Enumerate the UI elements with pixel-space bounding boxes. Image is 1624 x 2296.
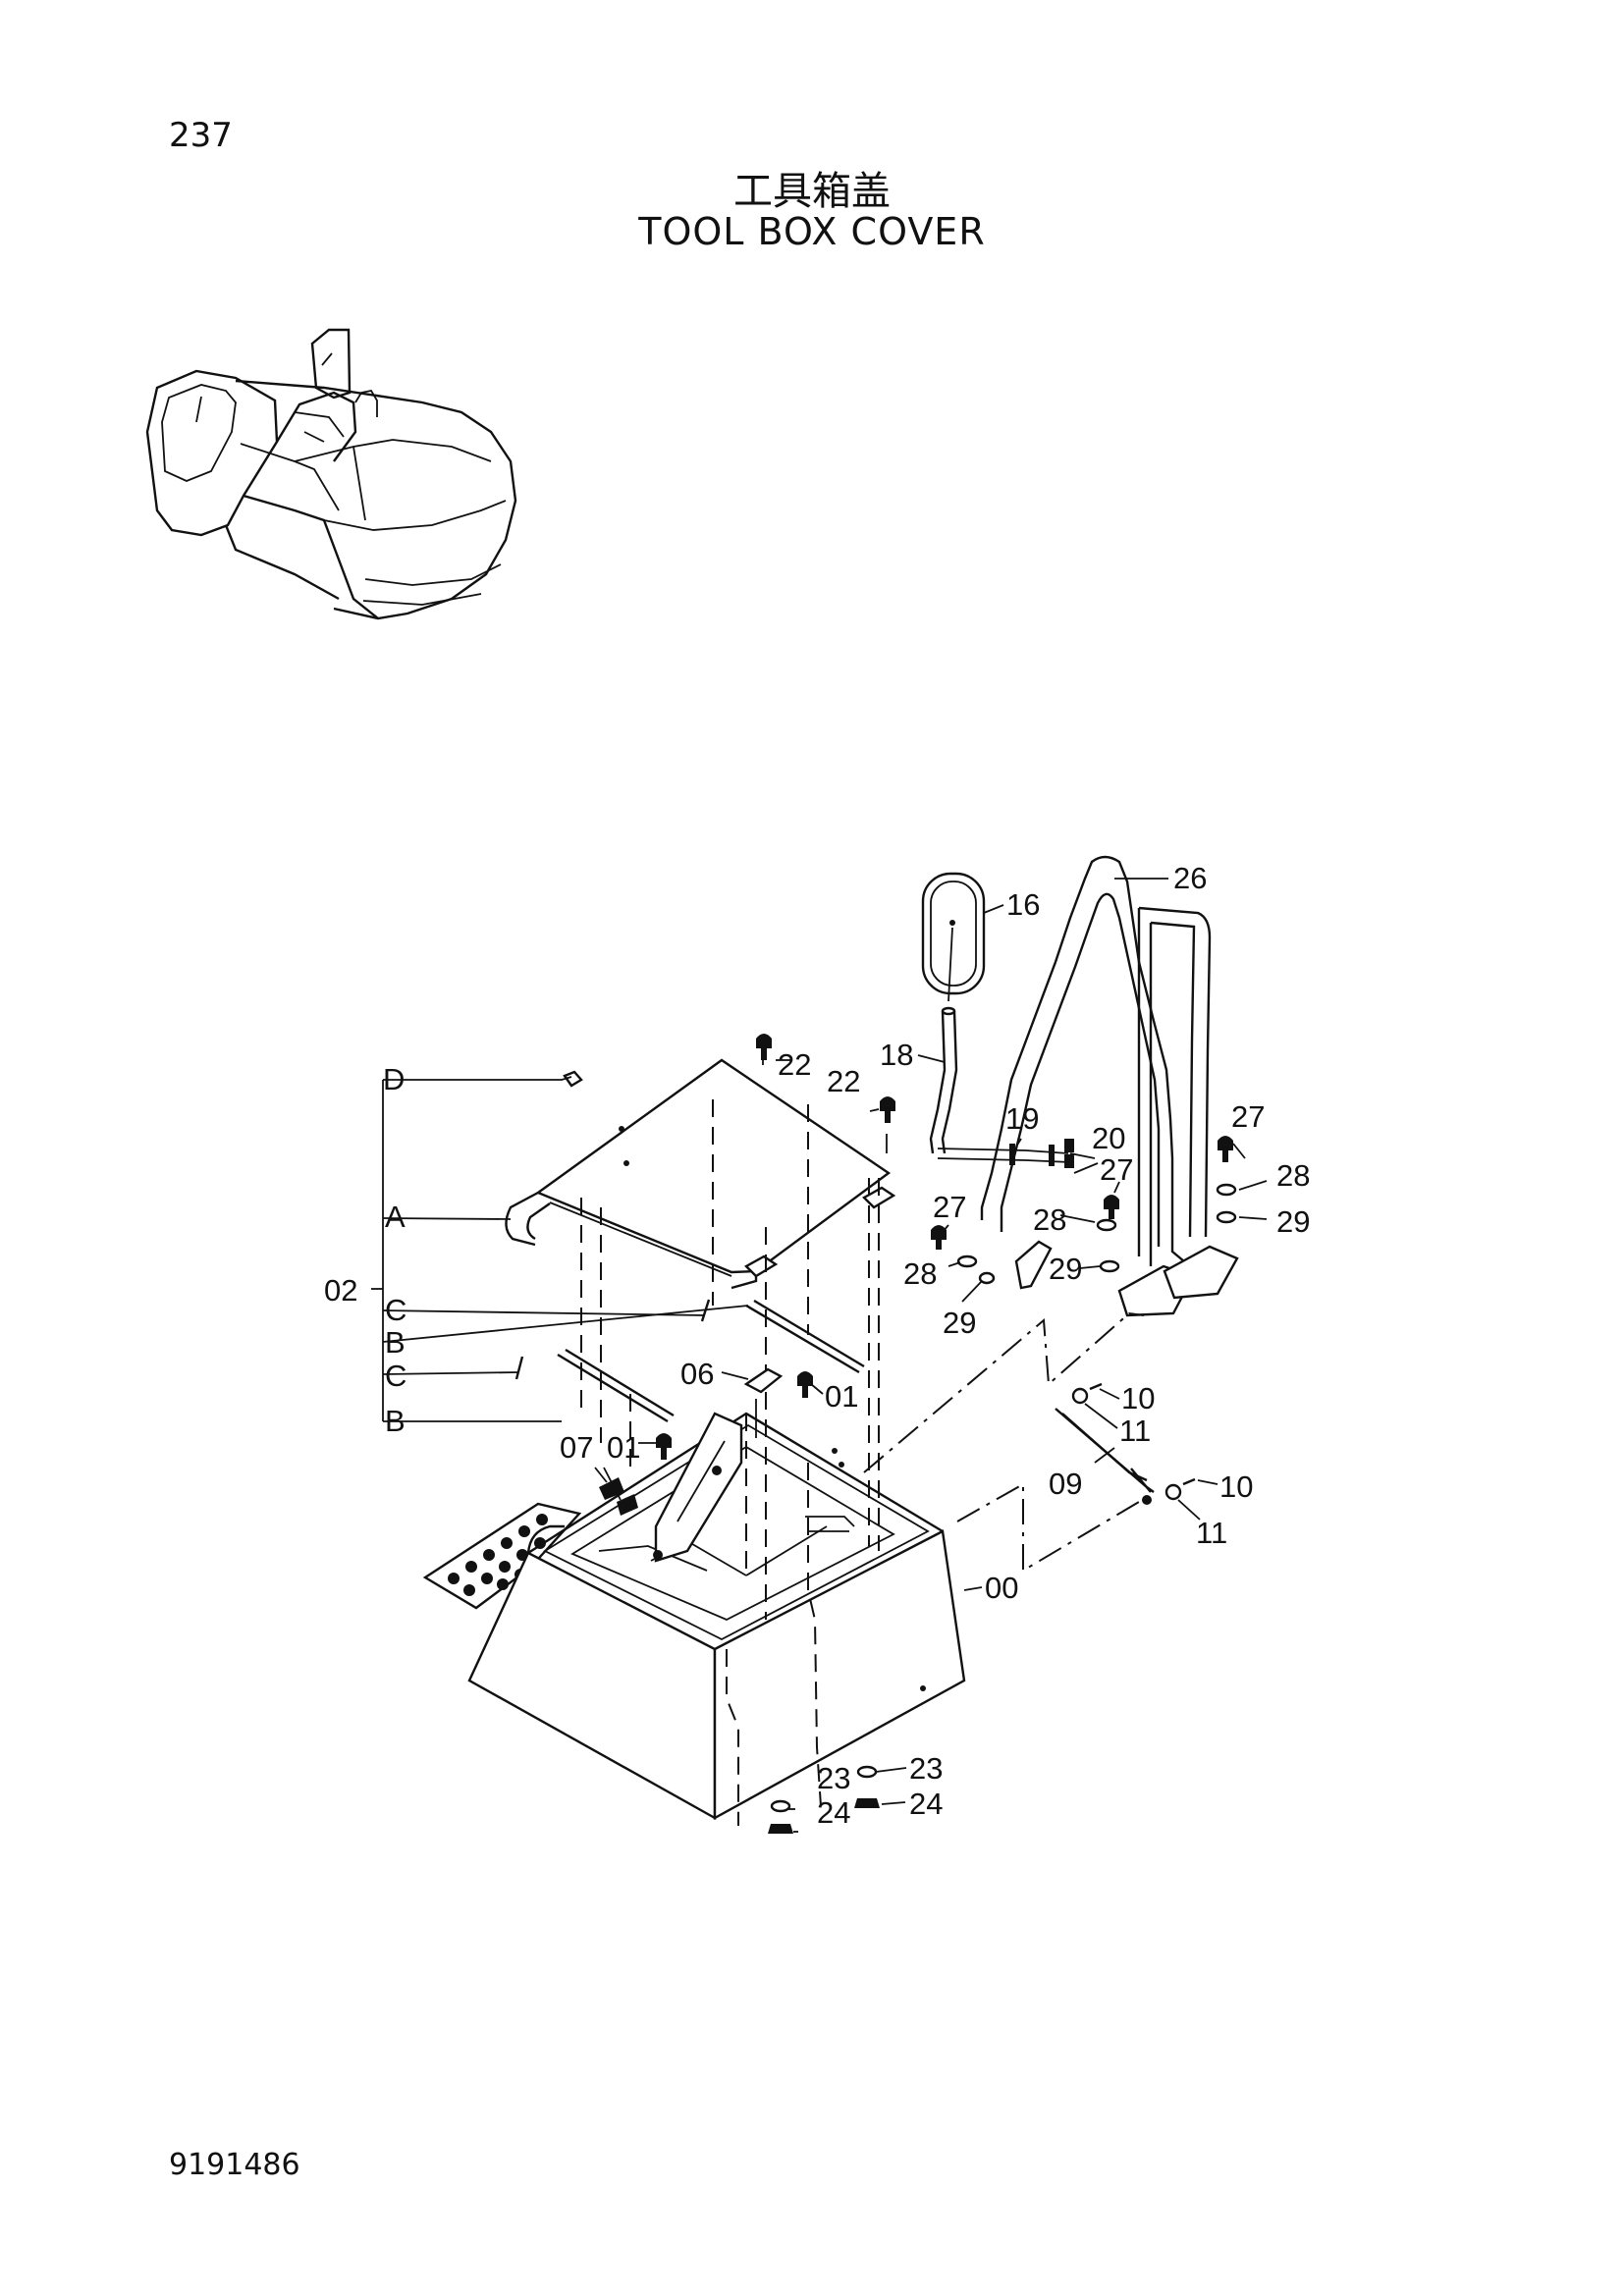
callout-26: 26 <box>1173 861 1207 895</box>
title-chinese: 工具箱盖 <box>733 169 891 214</box>
callout-09: 09 <box>1049 1467 1082 1501</box>
callout-labels: 16 26 18 22 22 19 20 27 27 27 28 28 28 2… <box>324 861 1310 1830</box>
callout-24-right: 24 <box>909 1787 943 1821</box>
callout-00: 00 <box>985 1571 1018 1605</box>
callout-24-left: 24 <box>817 1795 850 1830</box>
callout-D: D <box>383 1062 405 1096</box>
tool-box-base <box>422 1399 966 1821</box>
callout-A: A <box>385 1200 406 1234</box>
gas-strut-09 <box>1055 1382 1196 1505</box>
callout-27-left: 27 <box>933 1190 966 1224</box>
callout-22-lower: 22 <box>827 1064 860 1098</box>
callout-11-lower: 11 <box>1196 1516 1227 1550</box>
callout-C-lower: C <box>385 1359 406 1393</box>
callout-28-middle: 28 <box>1033 1202 1066 1237</box>
callout-18: 18 <box>880 1038 913 1072</box>
title-english: TOOL BOX COVER <box>638 210 986 253</box>
callout-27-right: 27 <box>1231 1099 1265 1134</box>
callout-10-upper: 10 <box>1121 1381 1155 1415</box>
callout-29-right: 29 <box>1276 1204 1310 1239</box>
rubber-strips-and-pins <box>514 1299 865 1423</box>
callout-B-upper: B <box>385 1325 406 1360</box>
callout-23-right: 23 <box>909 1751 943 1786</box>
callout-23-left: 23 <box>817 1761 850 1795</box>
callout-16: 16 <box>1006 887 1040 922</box>
callout-28-left: 28 <box>903 1256 937 1291</box>
callout-19: 19 <box>1005 1101 1039 1136</box>
callout-06: 06 <box>680 1357 714 1391</box>
callout-01-lower: 01 <box>607 1430 640 1465</box>
callout-10-lower: 10 <box>1219 1469 1253 1504</box>
callout-01-upper: 01 <box>825 1379 858 1414</box>
callout-07: 07 <box>560 1430 593 1465</box>
callout-28-right: 28 <box>1276 1158 1310 1193</box>
callout-22-upper: 22 <box>778 1047 811 1082</box>
machine-overview-illustration <box>145 328 517 620</box>
leader-lines <box>371 878 1268 1833</box>
handrail-26 <box>980 855 1239 1317</box>
callout-11-upper: 11 <box>1119 1414 1151 1448</box>
callout-20: 20 <box>1092 1121 1125 1155</box>
callout-27-middle: 27 <box>1100 1152 1133 1187</box>
mirror-16-assembly <box>921 872 1074 1168</box>
callout-02: 02 <box>324 1273 357 1308</box>
callout-B-lower: B <box>385 1404 406 1438</box>
callout-C-upper: C <box>385 1293 406 1327</box>
page-number: 237 <box>169 116 233 155</box>
callout-29-middle: 29 <box>1049 1252 1082 1286</box>
document-number: 9191486 <box>169 2148 300 2182</box>
callout-29-left: 29 <box>943 1306 976 1340</box>
